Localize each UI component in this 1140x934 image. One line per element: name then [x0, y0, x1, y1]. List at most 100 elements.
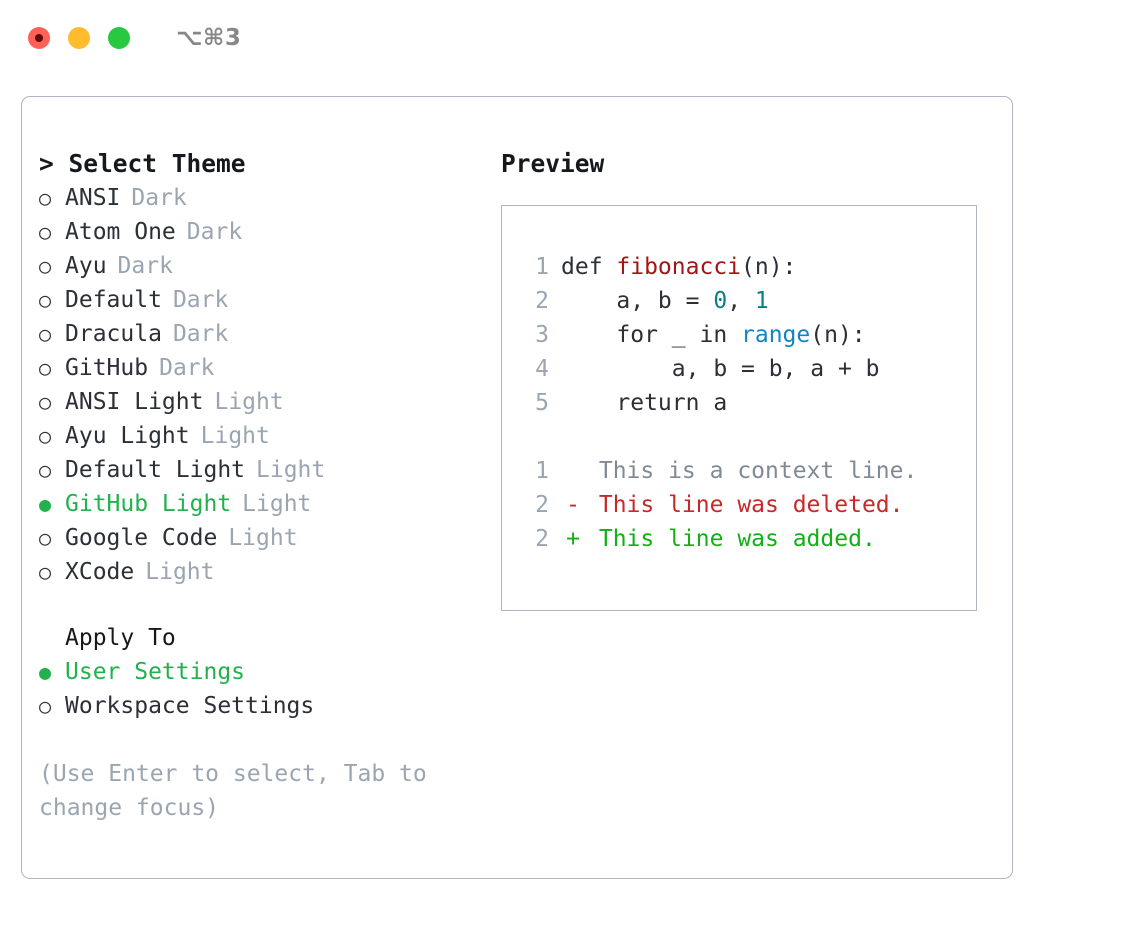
- code-line-number: 2: [535, 288, 549, 314]
- theme-option-label: XCode: [65, 559, 135, 585]
- radio-unselected-icon: ○: [39, 356, 52, 380]
- code-token-plain: (n):: [741, 254, 797, 280]
- code-token-plain: (n):: [810, 322, 866, 348]
- theme-option-label: Default Light: [65, 457, 246, 483]
- theme-option-ansi-light[interactable]: ○ ANSI Light Light: [39, 385, 489, 419]
- apply-to-option-user-settings[interactable]: ● User Settings: [39, 655, 489, 689]
- diff-line-context: 1 This is a context line.: [521, 454, 970, 488]
- apply-to-list: ● User Settings ○ Workspace Settings: [39, 655, 489, 723]
- theme-option-kind: Light: [214, 389, 284, 415]
- radio-unselected-icon: ○: [39, 424, 52, 448]
- theme-option-github[interactable]: ○ GitHub Dark: [39, 351, 489, 385]
- diff-line-add: 2+ This line was added.: [521, 522, 970, 556]
- theme-option-ayu-light[interactable]: ○ Ayu Light Light: [39, 419, 489, 453]
- close-window-icon[interactable]: [28, 27, 50, 49]
- theme-option-kind: Dark: [117, 253, 173, 279]
- window-titlebar: ⌥⌘3: [0, 0, 1140, 76]
- theme-option-label: ANSI: [65, 185, 121, 211]
- theme-option-label: Ayu: [65, 253, 107, 279]
- code-line: 2 a, b = 0, 1: [521, 284, 970, 318]
- theme-option-kind: Light: [200, 423, 270, 449]
- radio-selected-icon: ●: [39, 660, 52, 684]
- radio-unselected-icon: ○: [39, 390, 52, 414]
- code-token-plain: def: [561, 254, 617, 280]
- diff-line-text: This is a context line.: [585, 458, 918, 484]
- theme-option-label: GitHub Light: [65, 491, 232, 517]
- code-line: 3 for _ in range(n):: [521, 318, 970, 352]
- theme-option-label: Ayu Light: [65, 423, 190, 449]
- keyboard-hint-text: (Use Enter to select, Tab to change focu…: [39, 761, 441, 821]
- code-line-text: return a: [561, 386, 727, 420]
- apply-to-option-label: Workspace Settings: [65, 693, 315, 719]
- theme-option-kind: Light: [145, 559, 215, 585]
- code-line: 4 a, b = b, a + b: [521, 352, 970, 386]
- minimize-window-icon[interactable]: [68, 27, 90, 49]
- theme-option-label: Google Code: [65, 525, 218, 551]
- diff-line-number: 2: [535, 492, 549, 518]
- theme-option-label: Atom One: [65, 219, 176, 245]
- code-line-number: 4: [535, 356, 549, 382]
- code-token-plain: ,: [727, 288, 755, 314]
- code-line-text: for _ in range(n):: [561, 318, 866, 352]
- diff-line-text: This line was added.: [585, 526, 876, 552]
- theme-option-ayu[interactable]: ○ Ayu Dark: [39, 249, 489, 283]
- code-token-num: 0: [713, 288, 728, 314]
- theme-option-kind: Dark: [131, 185, 187, 211]
- radio-unselected-icon: ○: [39, 220, 52, 244]
- diff-marker-icon: -: [566, 492, 580, 518]
- maximize-window-icon[interactable]: [108, 27, 130, 49]
- code-line-text: a, b = b, a + b: [561, 352, 880, 386]
- preview-heading: Preview: [501, 149, 605, 178]
- diff-marker-icon: [561, 454, 585, 488]
- radio-unselected-icon: ○: [39, 526, 52, 550]
- theme-option-kind: Dark: [159, 355, 215, 381]
- diff-line-del: 2- This line was deleted.: [521, 488, 970, 522]
- code-token-builtin: range: [741, 322, 811, 348]
- code-line: 5 return a: [521, 386, 970, 420]
- code-token-plain: a, b =: [561, 288, 714, 314]
- code-line-text: def fibonacci(n):: [561, 250, 796, 284]
- code-token-plain: for _ in: [561, 322, 742, 348]
- apply-to-option-label: User Settings: [65, 659, 246, 685]
- theme-option-label: Default: [65, 287, 162, 313]
- apply-to-option-workspace-settings[interactable]: ○ Workspace Settings: [39, 689, 489, 723]
- code-token-num: 1: [754, 288, 769, 314]
- theme-option-kind: Dark: [172, 287, 229, 313]
- diff-line-number: 2: [535, 526, 549, 552]
- keyboard-shortcut-label: ⌥⌘3: [176, 25, 242, 51]
- theme-option-label: ANSI Light: [65, 389, 204, 415]
- theme-option-kind: Dark: [172, 321, 229, 347]
- code-line: 1 def fibonacci(n):: [521, 250, 970, 284]
- diff-line-text: This line was deleted.: [585, 492, 904, 518]
- theme-option-label: GitHub: [65, 355, 149, 381]
- theme-option-ansi[interactable]: ○ ANSI Dark: [39, 181, 489, 215]
- code-line-number: 1: [535, 254, 549, 280]
- traffic-light-group: [28, 27, 130, 49]
- code-line-number: 5: [535, 390, 549, 416]
- select-theme-heading: > Select Theme: [39, 149, 246, 178]
- radio-unselected-icon: ○: [39, 694, 52, 718]
- diff-line-number: 1: [535, 458, 549, 484]
- diff-block: 1 This is a context line.2- This line wa…: [521, 454, 970, 556]
- record-dot-icon: [35, 34, 43, 42]
- radio-unselected-icon: ○: [39, 560, 52, 584]
- radio-unselected-icon: ○: [39, 458, 52, 482]
- radio-unselected-icon: ○: [39, 186, 52, 210]
- radio-unselected-icon: ○: [39, 254, 52, 278]
- code-token-fn: fibonacci: [616, 254, 742, 280]
- apply-to-heading: Apply To: [65, 625, 176, 651]
- theme-option-xcode[interactable]: ○ XCode Light: [39, 555, 489, 589]
